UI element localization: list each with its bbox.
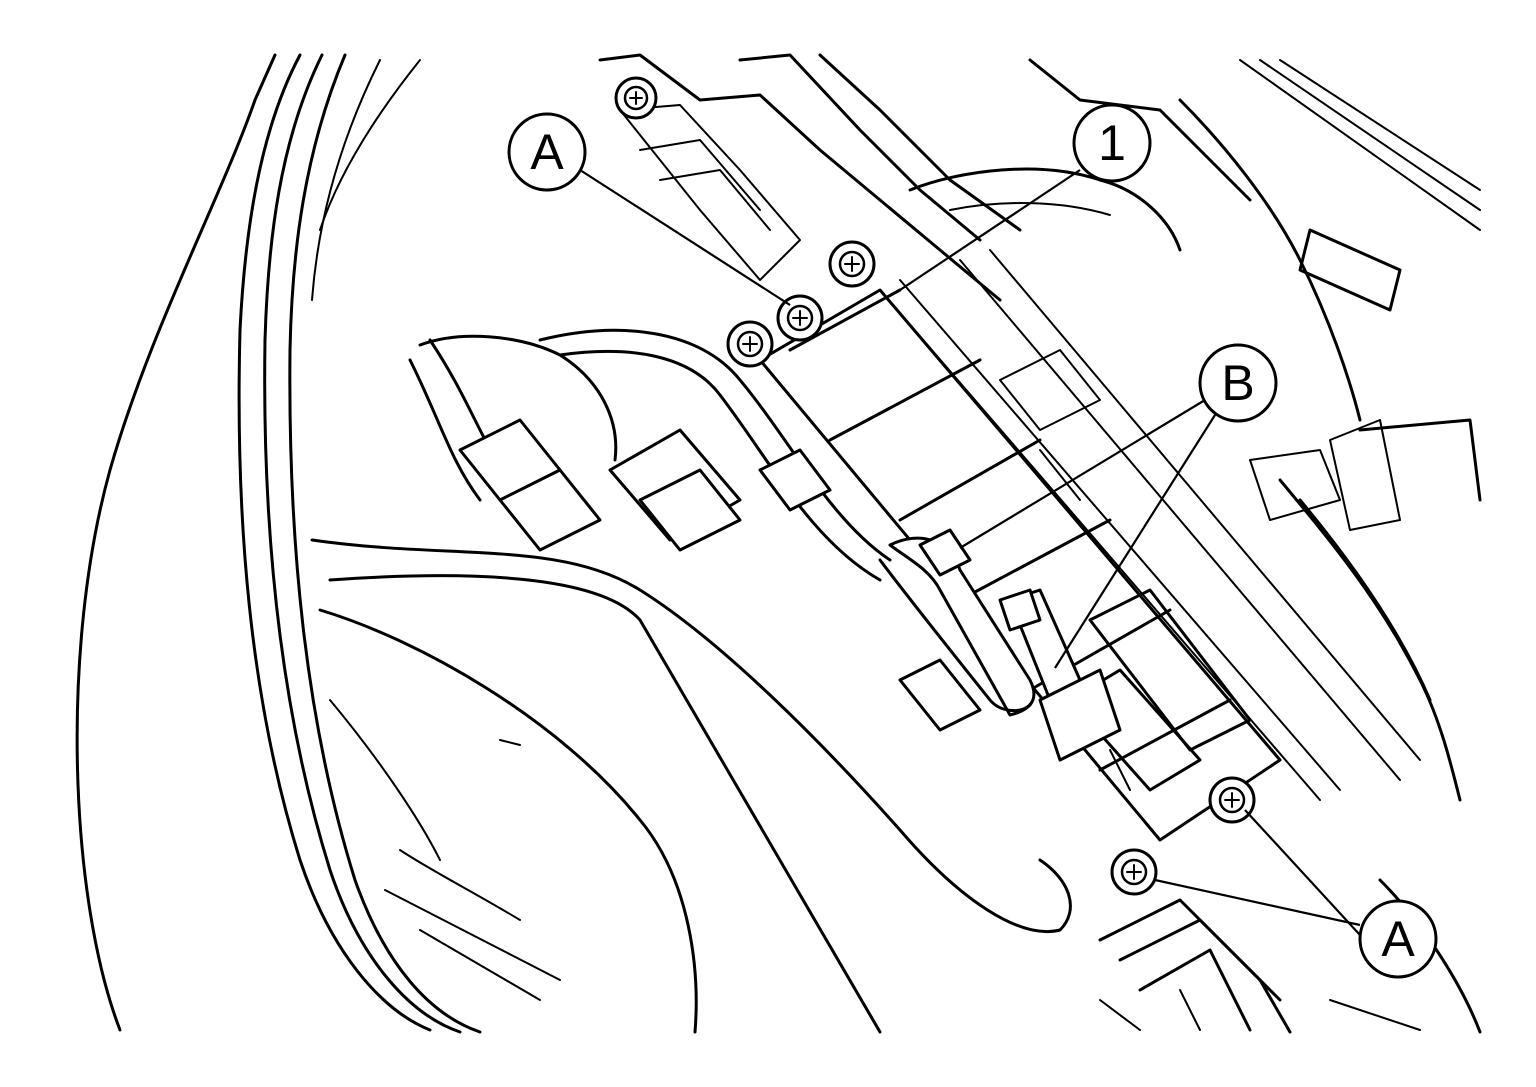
callout-b-label: B bbox=[1221, 355, 1254, 411]
screw-icon bbox=[828, 240, 876, 288]
callout-a-bottom: A bbox=[1358, 899, 1438, 979]
callout-a-top: A bbox=[507, 112, 587, 192]
door-trim-panel bbox=[75, 53, 482, 1034]
leader-lines bbox=[579, 169, 1361, 936]
right-panel bbox=[1028, 58, 1482, 1034]
bottom-bracket bbox=[1098, 898, 1292, 1034]
clips bbox=[918, 528, 1042, 632]
screw-icon bbox=[726, 320, 774, 368]
callout-a-bottom-label: A bbox=[1381, 911, 1415, 967]
screw-icon bbox=[776, 294, 824, 342]
lower-panel bbox=[310, 538, 1072, 1034]
screw-icon bbox=[1208, 776, 1256, 824]
upper-bracket bbox=[598, 53, 1182, 302]
screw-icon bbox=[614, 76, 658, 120]
callout-1-label: 1 bbox=[1098, 115, 1126, 171]
callout-1: 1 bbox=[1072, 103, 1152, 183]
module-1 bbox=[758, 249, 1421, 842]
mounting-screws bbox=[614, 76, 1256, 896]
callout-b: B bbox=[1198, 343, 1278, 423]
screw-icon bbox=[1110, 848, 1158, 896]
callout-a-top-label: A bbox=[530, 124, 564, 180]
